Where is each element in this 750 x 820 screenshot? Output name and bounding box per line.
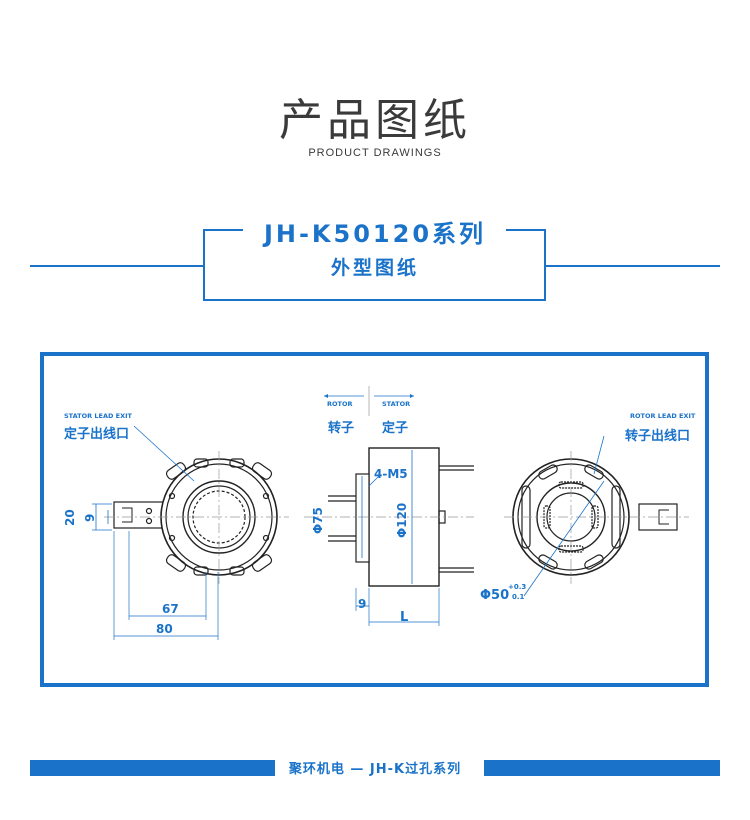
left-dim-9: 9 xyxy=(83,514,97,522)
side-dim-9: 9 xyxy=(358,597,366,611)
series-frame-top-right xyxy=(506,229,546,231)
side-dim-phi75: Φ75 xyxy=(311,507,325,534)
header-line-left xyxy=(30,265,203,267)
right-dim-tol-upper: +0.3 xyxy=(508,583,526,591)
technical-drawing: STATOR LEAD EXIT 定子出线口 20 9 67 80 xyxy=(63,386,696,640)
page-title-en: PRODUCT DRAWINGS xyxy=(308,147,442,159)
header-line-right xyxy=(546,265,720,267)
right-label-cn: 转子出线口 xyxy=(625,428,690,444)
left-dim-20: 20 xyxy=(63,509,77,526)
side-dim-4m5: 4-M5 xyxy=(374,467,408,481)
footer-bar-left xyxy=(30,760,275,776)
side-dim-phi120: Φ120 xyxy=(395,503,409,538)
footer-text: 聚环机电 — JH-K过孔系列 xyxy=(288,762,462,777)
side-view xyxy=(304,386,474,626)
page-title-cn: 产品图纸 xyxy=(279,95,471,146)
side-rotor-cn: 转子 xyxy=(328,420,354,436)
drawing-panel: STATOR LEAD EXIT 定子出线口 20 9 67 80 xyxy=(40,352,709,687)
left-dim-80: 80 xyxy=(156,622,173,636)
series-title: JH-K50120系列 xyxy=(263,220,487,248)
left-label-cn: 定子出线口 xyxy=(63,426,129,442)
right-dim-phi50: Φ50 xyxy=(480,588,509,603)
footer-bar-right xyxy=(484,760,720,776)
series-frame-top-left xyxy=(203,229,243,231)
side-flange xyxy=(355,473,370,563)
side-stator-en: STATOR xyxy=(382,400,410,408)
right-view xyxy=(504,435,689,597)
left-tab xyxy=(113,501,165,529)
right-dim-tol-lower: 0.1 xyxy=(512,593,525,601)
series-subtitle: 外型图纸 xyxy=(330,257,419,279)
right-label-en: ROTOR LEAD EXIT xyxy=(630,412,696,420)
left-view xyxy=(92,425,289,640)
side-stator-cn: 定子 xyxy=(381,420,408,436)
left-label-en: STATOR LEAD EXIT xyxy=(64,412,133,420)
side-rotor-en: ROTOR xyxy=(327,400,353,408)
series-frame xyxy=(203,229,546,301)
side-dim-L: L xyxy=(400,610,408,625)
left-dim-67: 67 xyxy=(162,602,179,616)
